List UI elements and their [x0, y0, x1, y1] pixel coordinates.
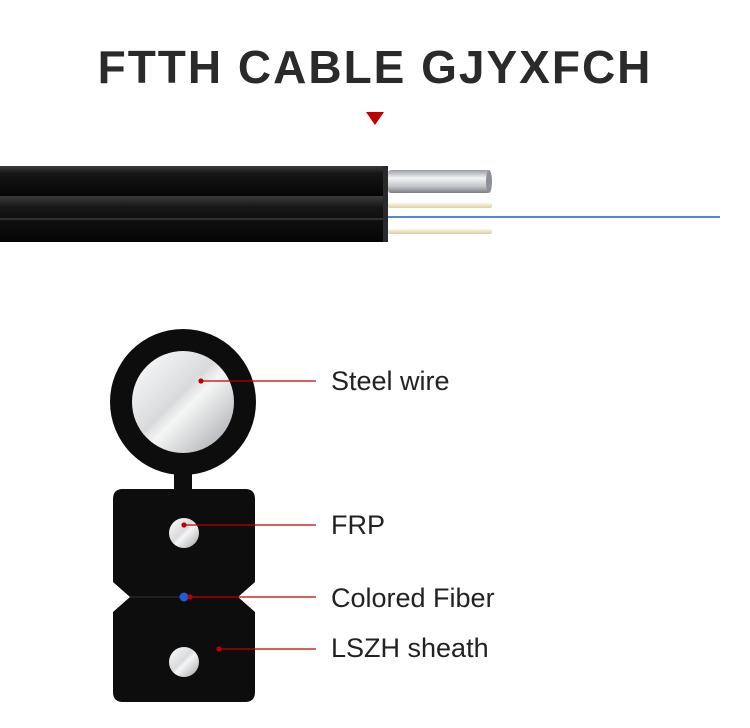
down-triangle-marker: [366, 112, 384, 125]
leader-dot-frp: [181, 522, 187, 528]
frp-rod-upper: [388, 203, 492, 208]
frp-rod-lower: [388, 229, 492, 234]
label-steel-wire: Steel wire: [331, 366, 450, 396]
label-colored-fiber: Colored Fiber: [331, 583, 495, 613]
messenger-sheath: [0, 166, 388, 196]
cable-cross-section: [110, 329, 256, 702]
leader-dot-colored-fiber: [187, 594, 193, 600]
steel-wire-tip: [486, 170, 492, 193]
label-frp: FRP: [331, 510, 385, 540]
leader-dot-lszh-sheath: [216, 646, 222, 652]
leader-lines: [181, 378, 316, 652]
fiber-core-dot: [179, 592, 189, 602]
label-lszh-sheath: LSZH sheath: [331, 633, 489, 663]
leader-dot-steel-wire: [198, 378, 204, 384]
cable-side-view: [0, 166, 720, 242]
page-title: FTTH CABLE GJYXFCH: [97, 41, 653, 93]
steel-wire-core: [132, 351, 234, 453]
neck-web: [174, 470, 192, 492]
frp-lower-disc: [169, 647, 199, 677]
steel-wire-exposed: [388, 170, 490, 193]
sheath-end-cap: [383, 166, 388, 242]
